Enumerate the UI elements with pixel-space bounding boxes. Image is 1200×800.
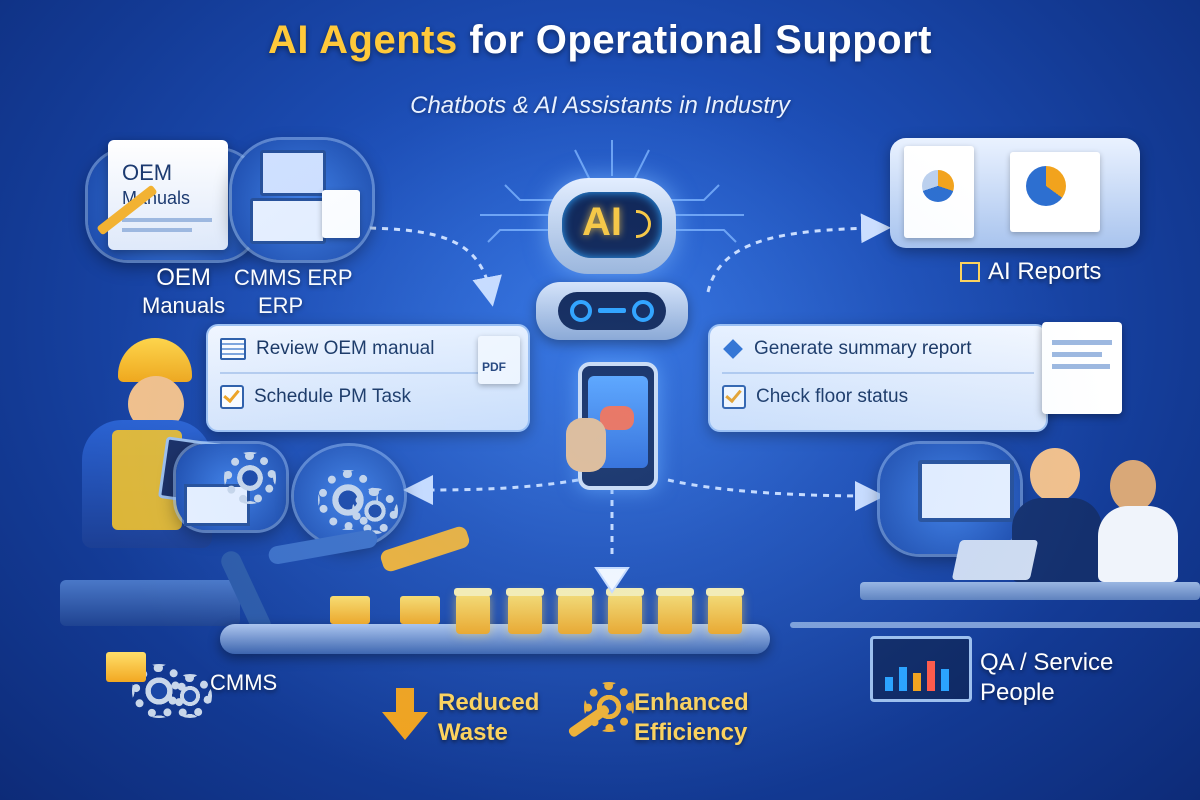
connector-robot-to-reports — [706, 213, 891, 293]
box-stack-icon — [330, 596, 370, 624]
rail — [790, 622, 1200, 628]
monitor-icon — [918, 460, 1014, 522]
right-tasks-card: Generate summary report Check floor stat… — [708, 324, 1048, 432]
clipboard-report-icon — [1042, 322, 1122, 414]
server-icon — [260, 150, 326, 196]
report-icon — [904, 146, 974, 238]
label-cmms: CMMS — [210, 670, 278, 695]
label-qa-service-people: QA / Service People — [980, 649, 1114, 706]
ai-reports-panel — [890, 138, 1140, 248]
product-jar — [454, 588, 492, 634]
label-reduced-waste: Reduced Waste — [438, 689, 540, 746]
chat-bubble-icon — [600, 406, 634, 430]
task-review-oem-manual[interactable]: Review OEM manual — [208, 326, 528, 372]
title-rest: for Operational Support — [457, 18, 932, 62]
pdf-icon: PDF — [478, 336, 520, 384]
label-cmms-erp: CMMS ERP ERP — [234, 265, 353, 318]
checkbox-icon — [722, 385, 746, 409]
product-jar — [706, 588, 744, 634]
reduced-waste-arrow-icon — [382, 688, 428, 740]
robot-body-icon — [536, 282, 688, 340]
man-face — [1030, 448, 1080, 502]
gear-icon — [224, 452, 276, 504]
hand-icon — [566, 418, 606, 472]
woman-body — [1098, 506, 1178, 582]
task-check-floor-status[interactable]: Check floor status — [710, 374, 1046, 420]
label-ai-reports: AI Reports — [960, 258, 1101, 286]
box-stack-icon — [400, 596, 440, 624]
document-icon — [220, 338, 246, 360]
title-accent: AI Agents — [268, 18, 458, 62]
page-subtitle: Chatbots & AI Assistants in Industry — [410, 92, 790, 119]
chart-icon — [870, 636, 972, 702]
desk — [860, 582, 1200, 600]
gear-icon — [168, 674, 212, 718]
form-icon — [322, 190, 360, 238]
circuit-rays — [480, 140, 744, 243]
doc-title: OEM — [122, 160, 173, 185]
task-schedule-pm[interactable]: Schedule PM Task — [208, 374, 528, 420]
product-jar — [606, 588, 644, 634]
report-small-icon — [960, 262, 980, 282]
pie-chart-report-icon — [1010, 152, 1100, 232]
connector-docs-to-robot — [369, 226, 502, 307]
product-jar — [656, 588, 694, 634]
down-arrow-icon — [594, 567, 630, 594]
page-title: AI Agents for Operational Support — [0, 18, 1200, 63]
gear-icon — [352, 488, 398, 534]
product-jar — [556, 588, 594, 634]
label-oem-manuals: OEM Manuals — [142, 264, 226, 318]
checkbox-icon — [220, 385, 244, 409]
woman-face — [1110, 460, 1156, 512]
task-generate-summary-report[interactable]: Generate summary report — [710, 326, 1046, 372]
left-tasks-card: Review OEM manual Schedule PM Task — [206, 324, 530, 432]
label-enhanced-efficiency: Enhanced Efficiency — [634, 689, 749, 746]
robot-face-text: AI — [582, 200, 622, 244]
robot-head-icon: AI — [548, 178, 676, 274]
machinery-icon — [60, 580, 240, 626]
coins-icon — [106, 652, 146, 682]
product-jar — [506, 588, 544, 634]
connector-phone-to-gears — [403, 474, 579, 505]
